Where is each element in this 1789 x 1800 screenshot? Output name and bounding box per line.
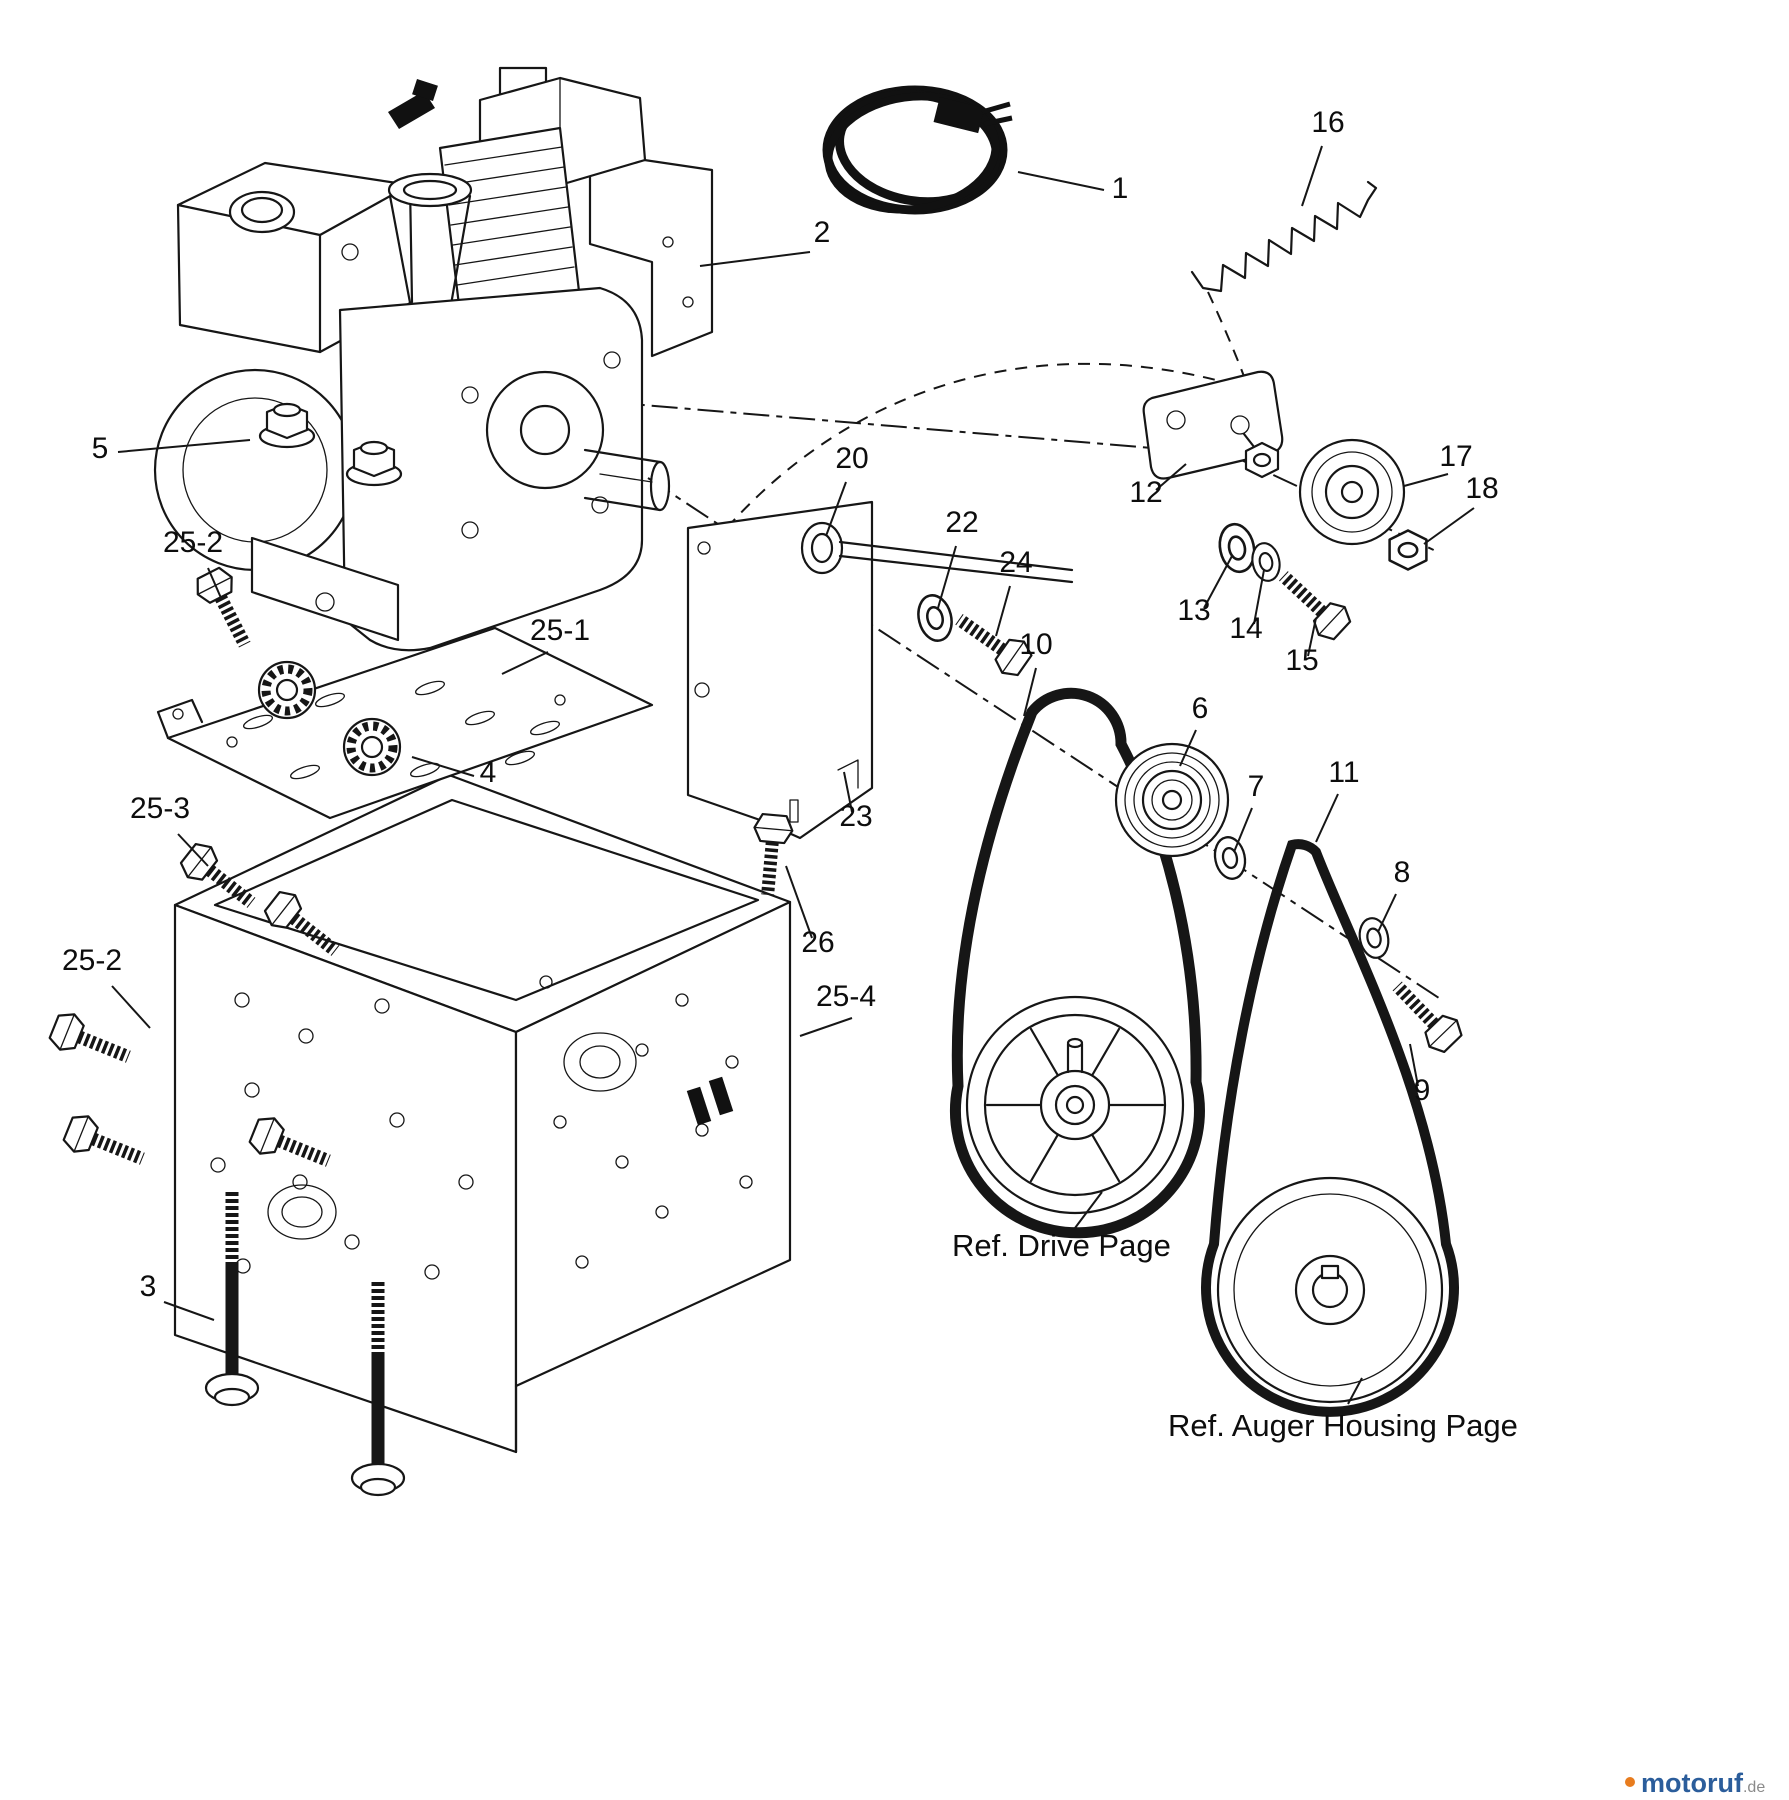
lock-washer: [259, 662, 315, 718]
frame-slot: [708, 1076, 734, 1116]
output-shaft: [583, 448, 671, 512]
callout-2: 2: [814, 216, 831, 249]
flange-nut-5: [345, 440, 403, 487]
frame-side-panel-25-4: [514, 900, 792, 1388]
fuel-tank: [176, 161, 414, 354]
callout-3: 3: [140, 1270, 157, 1303]
bolt-25-2: [47, 1009, 135, 1074]
callout-26: 26: [801, 926, 834, 959]
callout-23: 23: [839, 800, 872, 833]
washer-22: [912, 590, 958, 646]
bolt-26: [749, 813, 794, 896]
callout-24: 24: [999, 546, 1032, 579]
lock-washer: [344, 719, 400, 775]
callout-25-4: 25-4: [816, 980, 876, 1013]
watermark-tld: .de: [1743, 1779, 1765, 1796]
callout-22: 22: [945, 506, 978, 539]
watermark[interactable]: motoruf.de: [1625, 1768, 1765, 1798]
callout-5: 5: [92, 432, 109, 465]
callout-25-2: 25-2: [163, 526, 223, 559]
engine-plate-2: [588, 150, 714, 358]
callout-25-3: 25-3: [130, 792, 190, 825]
callout-16: 16: [1311, 106, 1344, 139]
ref-auger-housing-label: Ref. Auger Housing Page: [1168, 1408, 1518, 1443]
callout-18: 18: [1465, 472, 1498, 505]
tension-spring-16: [1190, 180, 1378, 293]
drive-belt-10: [949, 687, 1205, 1239]
flange-nut-5: [258, 402, 316, 449]
watermark-dot-icon: [1625, 1777, 1635, 1787]
frame-opening: [213, 798, 760, 1002]
callout-8: 8: [1394, 856, 1411, 889]
engine-pulley-6: [1114, 742, 1230, 858]
washer-7: [1210, 833, 1250, 883]
callout-9: 9: [1414, 1074, 1431, 1107]
idler-assembly: [1142, 370, 1428, 645]
frame-box: [173, 773, 792, 1454]
callout-13: 13: [1177, 594, 1210, 627]
bolt-25-2: [61, 1111, 149, 1176]
engine-assembly: [153, 66, 714, 652]
ref-drive-page-label: Ref. Drive Page: [952, 1228, 1171, 1263]
callout-25-2: 25-2: [62, 944, 122, 977]
callout-15: 15: [1285, 644, 1318, 677]
callout-12: 12: [1129, 476, 1162, 509]
drive-pulley: [965, 995, 1185, 1215]
auger-belt-11: [1201, 839, 1459, 1417]
callout-14: 14: [1229, 612, 1262, 645]
washer-13: [1214, 519, 1260, 577]
frame-side-holes: [539, 975, 753, 1269]
callout-11: 11: [1328, 756, 1359, 789]
tension-rod-20: [800, 521, 1074, 584]
crankcase: [338, 286, 644, 652]
mounting-block: [250, 536, 400, 642]
callout-6: 6: [1192, 692, 1209, 725]
callout-20: 20: [835, 442, 868, 475]
belt-guide-bracket-23: [686, 500, 874, 840]
callouts: 1 2 3 4 5 6 7 8 9 10 11 12 13 14 15 16 1…: [62, 106, 1499, 1303]
leader-lines: [111, 145, 1475, 1405]
power-cord: [822, 85, 1013, 215]
watermark-name: motoruf: [1641, 1768, 1744, 1798]
callout-25-1: 25-1: [530, 614, 590, 647]
callout-10: 10: [1019, 628, 1052, 661]
pulley-spokes: [985, 1027, 1165, 1183]
auger-pulley: [1216, 1176, 1444, 1404]
hex-nut-18: [1388, 529, 1428, 571]
callout-1: 1: [1112, 172, 1129, 205]
fuel-line-elbow: [388, 91, 435, 129]
frame-front-holes: [210, 992, 474, 1280]
svg-text:motoruf.de: motoruf.de: [1641, 1768, 1765, 1798]
callout-4: 4: [480, 756, 497, 789]
plug: [933, 96, 985, 134]
idler-pulley-17: [1298, 438, 1406, 546]
mounting-plate-25-1: [156, 626, 654, 820]
frame-slot: [686, 1086, 712, 1126]
callout-7: 7: [1248, 770, 1265, 803]
stud-nut: [1244, 441, 1280, 479]
callout-17: 17: [1439, 440, 1472, 473]
